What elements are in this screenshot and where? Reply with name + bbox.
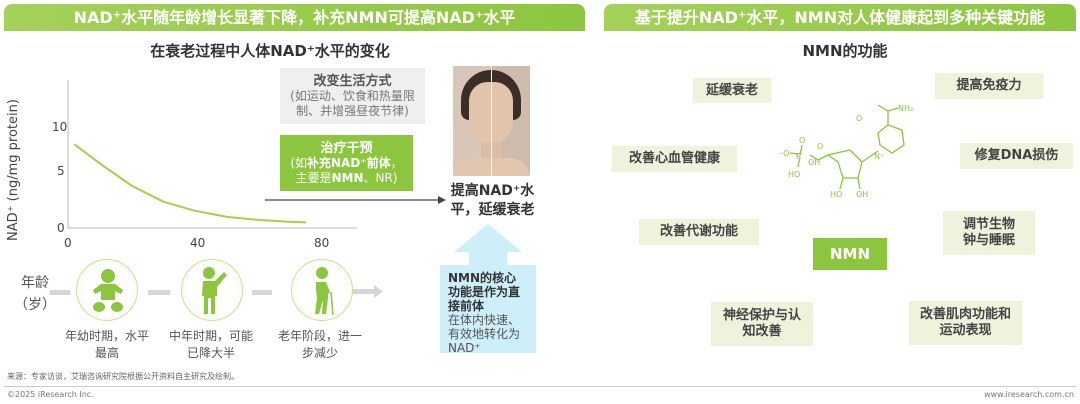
result-text: 提高NAD⁺水平，延缓衰老 bbox=[450, 183, 535, 218]
stage-caption: 中年时期，可能已降大半 bbox=[168, 329, 253, 360]
lifestyle-title: 改变生活方式 bbox=[313, 73, 392, 89]
function-box: 延缓衰老 bbox=[693, 78, 771, 103]
x-tick: 0 bbox=[64, 236, 72, 250]
lifestyle-box: 改变生活方式 (如运动、饮食和热量限制、并增强昼夜节律) bbox=[280, 68, 425, 124]
stage-caption: 年幼时期，水平最高 bbox=[64, 329, 149, 360]
nmn-center-box: NMN bbox=[813, 238, 887, 270]
mol-label: HO bbox=[830, 190, 842, 199]
mol-label: O bbox=[799, 136, 805, 145]
x-tick: 80 bbox=[314, 236, 330, 250]
mol-label: -O bbox=[780, 149, 789, 158]
treatment-title: 治疗干预 bbox=[320, 140, 373, 156]
mol-label: HO bbox=[788, 170, 800, 179]
elderly-icon bbox=[291, 259, 353, 321]
mol-label: O bbox=[856, 114, 862, 123]
mol-label: O bbox=[817, 142, 823, 151]
function-box: 改善代谢功能 bbox=[639, 219, 759, 245]
core-bold: NMN的核心功能是作为直接前体 bbox=[448, 271, 521, 313]
footer-divider bbox=[4, 386, 1076, 387]
function-box: 改善心血管健康 bbox=[612, 146, 737, 172]
t-post: 、NR) bbox=[363, 170, 398, 185]
nmn-molecule-icon: O NH₂ N⁺ O O -O P OH HO HO OH bbox=[780, 105, 913, 199]
timeline-dash bbox=[252, 290, 272, 295]
t-b1: 补充NAD⁺前体 bbox=[307, 155, 391, 170]
t-mid: ，主要是 bbox=[295, 155, 403, 185]
age-label: 年龄 （岁） bbox=[14, 272, 56, 316]
timeline-dash bbox=[50, 290, 70, 295]
up-arrow bbox=[454, 224, 522, 266]
chart-title: 在衰老过程中人体NAD⁺水平的变化 bbox=[150, 42, 390, 60]
baby-icon bbox=[76, 259, 138, 321]
function-box: 神经保护与认知改善 bbox=[711, 302, 813, 346]
source-note: 来源：专家访谈，艾瑞咨询研究院根据公开资料自主研究及绘制。 bbox=[7, 372, 239, 381]
face-image bbox=[453, 66, 530, 176]
nad-series-line bbox=[73, 143, 307, 224]
x-tick: 40 bbox=[190, 236, 206, 250]
timeline-dash bbox=[148, 290, 170, 295]
y-tick: 5 bbox=[57, 164, 65, 178]
y-tick: 10 bbox=[52, 120, 68, 134]
copyright: ©2025 iResearch Inc. bbox=[7, 390, 94, 399]
mol-label: N⁺ bbox=[874, 152, 884, 161]
mol-label: OH bbox=[856, 190, 868, 199]
treatment-box: 治疗干预 (如补充NAD⁺前体，主要是NMN、NR) bbox=[280, 135, 413, 191]
adult-icon bbox=[181, 259, 243, 321]
mol-label: NH₂ bbox=[898, 105, 913, 113]
function-box: 调节生物钟与睡眠 bbox=[943, 211, 1035, 255]
core-function-box: NMN的核心功能是作为直接前体 在体内快速、有效地转化为NAD⁺ bbox=[440, 265, 536, 355]
mol-label: P bbox=[796, 152, 801, 161]
function-box: 改善肌肉功能和运动表现 bbox=[909, 301, 1022, 345]
right-header: 基于提升NAD⁺水平，NMN对人体健康起到多种关键功能 bbox=[604, 4, 1076, 31]
function-box: 提高免疫力 bbox=[935, 73, 1043, 99]
site-link[interactable]: www.iresearch.com.cn bbox=[984, 390, 1074, 399]
lifestyle-desc: (如运动、饮食和热量限制、并增强昼夜节律) bbox=[290, 88, 415, 118]
functions-title: NMN的功能 bbox=[802, 42, 888, 60]
core-text: 在体内快速、有效地转化为NAD⁺ bbox=[448, 313, 521, 355]
age-label-1: 年龄 bbox=[21, 275, 49, 291]
function-box: 修复DNA损伤 bbox=[960, 143, 1073, 169]
timeline-arrow bbox=[348, 285, 383, 298]
mol-label: OH bbox=[808, 158, 820, 167]
result-arrow bbox=[265, 196, 446, 204]
y-tick: 0 bbox=[57, 221, 65, 235]
left-header: NAD⁺水平随年龄增长显著下降，补充NMN可提高NAD⁺水平 bbox=[4, 4, 585, 31]
y-axis-label: NAD⁺ (ng/mg protein) bbox=[6, 99, 21, 241]
stage-caption: 老年阶段，进一步减少 bbox=[277, 329, 362, 360]
t-b2: NMN bbox=[331, 170, 364, 185]
chart-svg: NAD⁺ (ng/mg protein) bbox=[6, 80, 357, 241]
age-label-2: （岁） bbox=[14, 297, 56, 313]
t-pre: (如 bbox=[290, 155, 308, 170]
